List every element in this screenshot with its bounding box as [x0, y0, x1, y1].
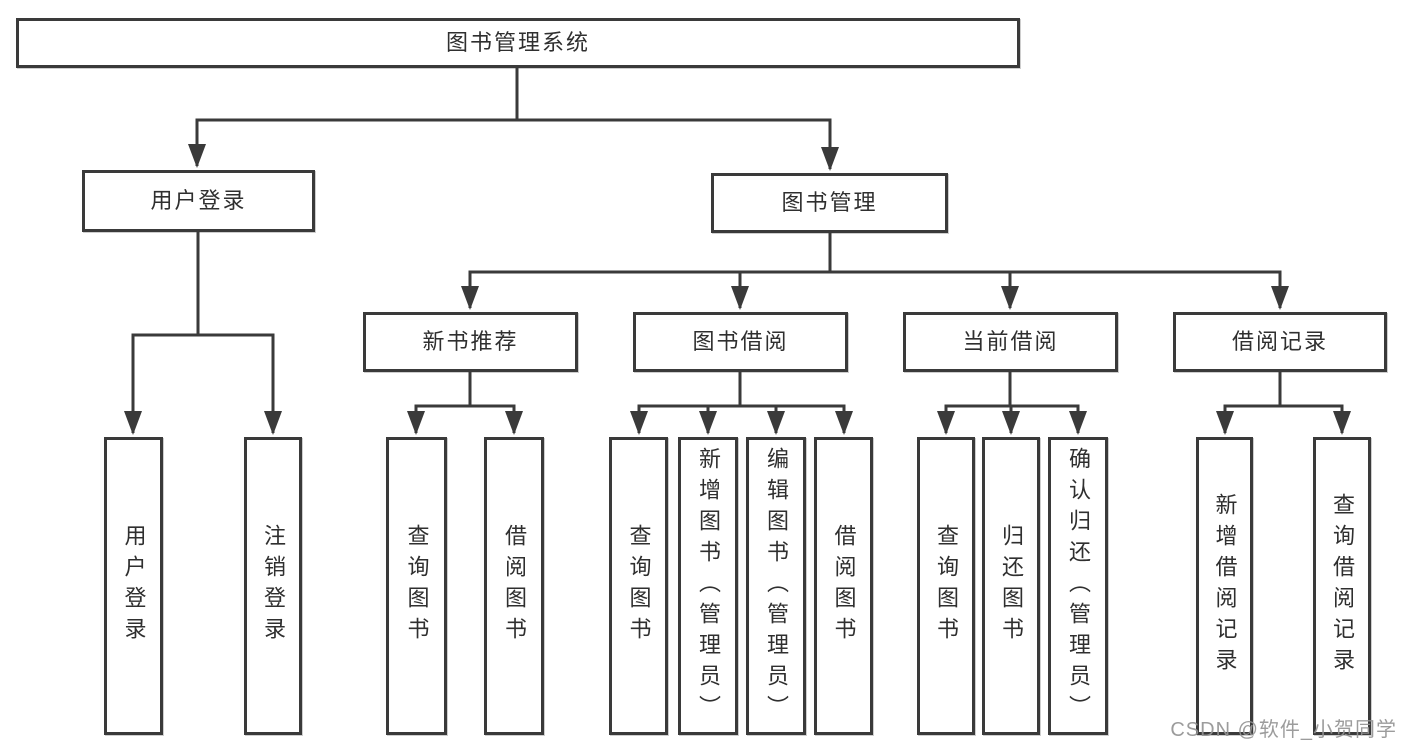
leaf-return-books: 归还图书	[982, 437, 1040, 735]
leaf-edit-book-admin: 编辑图书（管理员）	[746, 437, 806, 735]
node-label: 借阅图书	[831, 524, 857, 648]
leaf-confirm-return-admin: 确认归还（管理员）	[1048, 437, 1108, 735]
node-label: 新书推荐	[422, 329, 519, 354]
leaf-query-borrow-record: 查询借阅记录	[1313, 437, 1371, 735]
leaf-query-books-recommend: 查询图书	[386, 437, 447, 735]
node-label: 图书管理	[781, 190, 878, 215]
node-label: 借阅记录	[1231, 329, 1328, 354]
node-label: 归还图书	[999, 524, 1024, 648]
leaf-query-books-borrow: 查询图书	[609, 437, 668, 735]
node-book-management: 图书管理	[711, 173, 948, 233]
node-user-login: 用户登录	[82, 170, 315, 232]
node-label: 新增借阅记录	[1212, 493, 1238, 679]
node-label: 借阅图书	[502, 524, 527, 648]
node-label: 注销登录	[261, 524, 286, 648]
node-label: 用户登录	[150, 188, 247, 213]
node-label: 图书管理系统	[445, 30, 590, 55]
node-new-book-recommend: 新书推荐	[363, 312, 578, 372]
leaf-logout: 注销登录	[244, 437, 302, 735]
leaf-user-login: 用户登录	[104, 437, 163, 735]
node-label: 查询图书	[626, 524, 652, 648]
leaf-query-books-current: 查询图书	[917, 437, 975, 735]
node-library-management-system: 图书管理系统	[16, 18, 1020, 68]
leaf-add-borrow-record: 新增借阅记录	[1196, 437, 1253, 735]
node-label: 用户登录	[121, 524, 147, 648]
node-label: 图书借阅	[692, 329, 789, 354]
node-label: 查询图书	[934, 524, 959, 648]
leaf-borrow-books-recommend: 借阅图书	[484, 437, 544, 735]
node-label: 确认归还（管理员）	[1066, 446, 1091, 726]
node-label: 查询借阅记录	[1330, 493, 1355, 679]
node-current-borrow: 当前借阅	[903, 312, 1118, 372]
node-label: 新增图书（管理员）	[696, 446, 721, 726]
leaf-add-book-admin: 新增图书（管理员）	[678, 437, 738, 735]
node-book-borrow: 图书借阅	[633, 312, 848, 372]
node-label: 当前借阅	[962, 329, 1059, 354]
node-label: 编辑图书（管理员）	[764, 446, 789, 726]
csdn-watermark: CSDN @软件_小贺同学	[1170, 719, 1397, 741]
node-label: 查询图书	[404, 524, 430, 648]
node-borrow-records: 借阅记录	[1173, 312, 1387, 372]
leaf-borrow-books: 借阅图书	[814, 437, 873, 735]
